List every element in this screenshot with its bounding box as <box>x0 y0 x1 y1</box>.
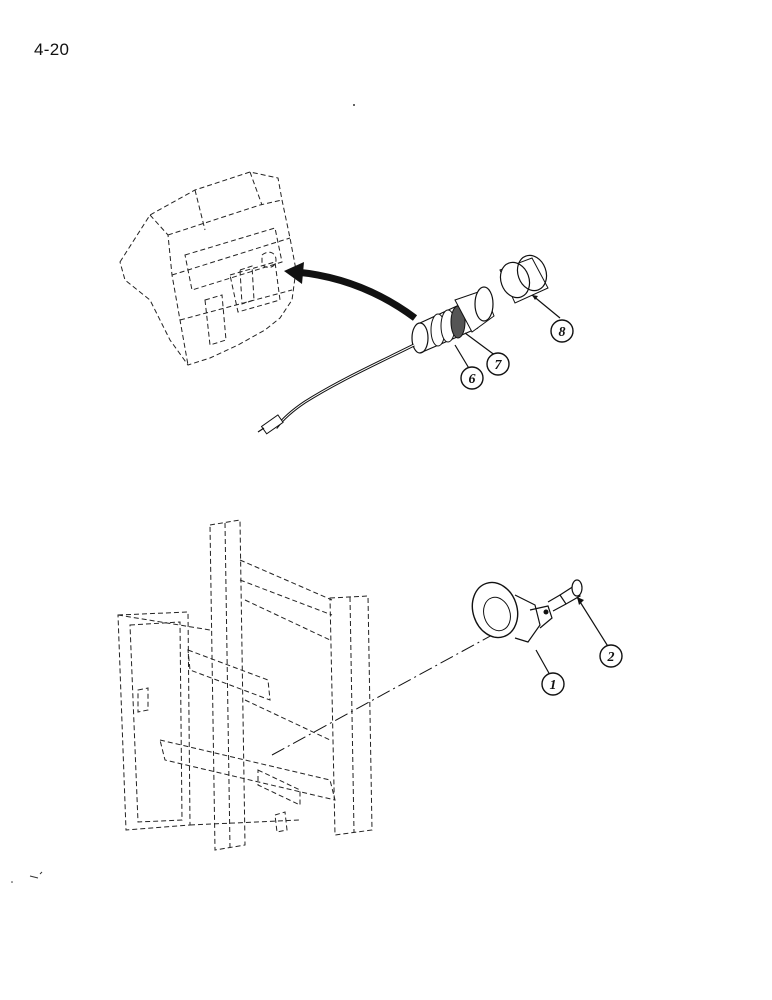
scan-specks <box>11 104 355 883</box>
callout-1: 1 <box>541 672 565 696</box>
callout-6-label: 6 <box>469 372 476 387</box>
callout-2-label: 2 <box>607 650 615 665</box>
callout-1-label: 1 <box>550 678 557 693</box>
lighter-socket <box>411 286 495 354</box>
install-arrow <box>284 262 418 321</box>
horn <box>271 581 553 756</box>
lighter-cable <box>257 343 415 435</box>
callout-2: 2 <box>599 644 623 668</box>
callout-6: 6 <box>460 366 484 390</box>
callout-7-label: 7 <box>495 358 503 373</box>
dashboard-panel-phantom <box>119 171 297 366</box>
bezel-ring <box>499 254 549 304</box>
callout-8: 8 <box>550 319 574 343</box>
frame-phantom <box>117 519 373 851</box>
leader-lines <box>454 294 610 676</box>
callout-7: 7 <box>486 352 510 376</box>
page-number: 4-20 <box>34 40 70 59</box>
bolt <box>547 579 583 612</box>
callout-8-label: 8 <box>559 325 566 340</box>
